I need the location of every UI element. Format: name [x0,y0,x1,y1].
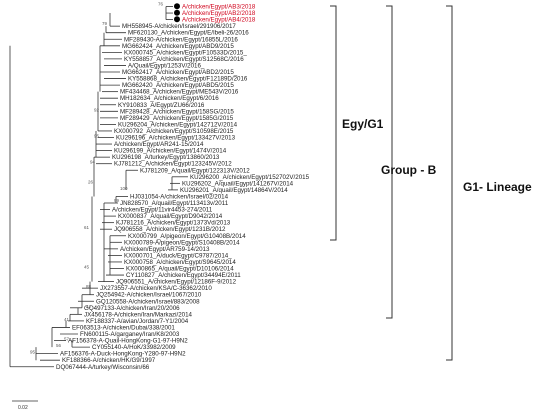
bootstrap-value: 56 [56,343,62,348]
highlight-marker [174,9,180,16]
taxon-label: KX000789-A/pigeon/Egypt/S10408B/2014 [124,239,240,246]
taxon-label: MH558945-A/chicken/Israel/291906/2017 [122,23,236,30]
taxon-label: KU296204_A/chicken/Egypt/142712V/2014 [118,121,238,128]
g1-lineage-bracket [446,5,453,361]
egy-g1-label: Egy/G1 [342,117,384,131]
taxon-label: MH182634_A/chicken/Egypt/6/2016 [120,95,219,102]
bootstrap-value: 79 [102,21,108,26]
bootstrap-value: 99 [114,198,120,203]
taxon-label: CY055140-A/HoK/33982/2009 [92,344,176,351]
bootstrap-value: 41 [64,317,70,322]
taxon-label: A/chicken/Egypt/11vir4453-274/2011 [112,207,213,214]
bootstrap-value: 76 [158,2,164,7]
taxon-label: KU296201_A/quail/Egypt/14864V/2014 [180,187,288,194]
taxon-label: KU296196_A/chicken/Egypt/133427V/2013 [116,135,236,142]
taxon-label: JN828570_A/quail/Egypt/113413v/2011 [120,200,229,207]
taxon-label: JX456178-A/chicken/Iran/Markazi/2014 [84,311,193,318]
group-b-label: Group - B [381,163,437,177]
bootstrap-value: 95 [94,134,100,139]
taxon-label: A/chicken/Egypt/AB2/2018 [182,10,256,17]
bootstrap-value: 92 [94,107,100,112]
taxon-label: KF188337-A/avian/Jordan/7-Y1/2004 [86,318,189,325]
taxon-label: EF063513-A/chicken/Dubai/338/2001 [72,324,175,331]
taxon-label: KX000865_A/quail/Egypt/D10106/2014 [126,266,234,273]
taxon-label: KX000799_A/pigeon/Egypt/G10408B/2014 [128,233,246,240]
taxon-label: KJ781212_A/chicken/Egypt/123245V/2012 [114,161,232,168]
taxon-label: KX000837_A/quail/Egypt/D9042/2014 [118,213,223,220]
taxon-label: KU296200_A/chicken/Egypt/152702V/2015 [190,174,310,181]
taxon-label: MG662424_A/chicken/Egypt/ABD9/2015 [122,43,234,50]
bootstrap-value: 26 [88,179,94,184]
taxon-label: KY910833_A/Egypt/ZU66/2016 [118,102,205,109]
taxon-label: GQ497133-A/chicken/Iran/20/2006 [84,305,180,312]
taxon-label: MG662420_A/chicken/Egypt/ABD5/2015 [122,82,234,89]
taxon-label: DQ067444-A/turkey/Wisconsin/66 [56,364,150,371]
taxon-label: KU296198_A/turkey/Egypt/13860/2013 [112,154,220,161]
taxon-label: MF289428_A/chicken/Egypt/158SG/2015 [120,108,234,115]
taxon-label: KJ781216_A/chicken/Egypt/1373Vd/2013 [116,220,231,227]
egy-g1-bracket [330,5,337,241]
taxon-label: HJ031054-A/chicken/Israel/02/2014 [130,193,229,200]
taxon-label: MF289429_A/chicken/Egypt/1585G/2015 [120,115,234,122]
taxon-label: GQ120558-A/chicken/Israel/883/2008 [96,298,200,305]
taxon-label: A/chicken/Egypt/AB4/2018 [182,17,256,24]
bootstrap-value: 45 [84,265,90,270]
bootstrap-values: 76 79 92 95 94 26 100 99 61 45 88 42 41 57 95 56 [30,2,164,355]
taxon-label: AF156378-A-Quail-HongKong-G1-97-H9N2 [68,338,188,345]
scale-bar-label: 0.02 [18,405,28,411]
taxon-label: MF289430-A/chicken/Egypt/16855L/2016 [124,36,238,43]
bootstrap-value: 57 [64,337,70,342]
taxon-label: KU296199_A/chicken/Egypt/1474V/2014 [114,148,227,155]
taxon-label: KX000792_A/chicken/Egypt/S10598E/2015 [114,128,234,135]
g1-lineage-label: G1- Lineage [463,180,532,194]
bootstrap-value: 100 [120,186,128,191]
taxon-label: MF434468_A/chicken/Egypt/ME543V/2016 [120,89,239,96]
taxon-label: KX000758_A/chicken/Egypt/S9645/2014 [124,259,236,266]
taxon-label: KJ781209_A/quail/Egypt/122313V/2012 [140,167,250,174]
taxon-label: A/Quail/Egypt/1253V/2016_ [128,62,205,69]
taxon-label: MF620130_A/chicken/Egypt/E/Ibeli-26/2016 [128,30,249,37]
taxon-label: JQ254942-A/chicken/Israel/1067/2010 [96,292,202,299]
highlight-marker [174,3,180,10]
taxon-label: JQ906558_A/chicken/Egypt/1231B/2012 [114,226,226,233]
tree-branches [9,6,188,368]
group-b-bracket [386,5,393,319]
taxon-label: KU296202_A/quail/Egypt/141267V/2014 [182,180,294,187]
taxon-label: KX000701_A/duck/Egypt/C9787/2014_ [124,252,232,259]
bootstrap-value: 88 [86,284,92,289]
taxon-label: FN600115-A/garganey/Iran/K8/2003 [80,331,180,338]
taxon-label: JQ906551_A/chicken/Egypt/12186F-9/2012 [116,279,237,286]
taxon-label: CY110827_A/chicken/Egypt/34494E/2011 [126,272,241,279]
taxon-label: A/chicken/Egypt/AB3/2018 [182,4,256,11]
bootstrap-value: 61 [84,225,90,230]
tree-tips: A/chicken/Egypt/AB3/2018A/chicken/Egypt/… [56,3,310,371]
taxon-label: AF156376-A-Duck-HongKong-Y280-97-H9N2 [60,351,186,358]
highlight-marker [174,16,180,23]
taxon-label: JX273557-A/chicken/KSA/C-36362/2010 [100,285,212,292]
taxon-label: A/chicken/Egypt/AR241-15/2014 [114,141,204,148]
taxon-label: KY558857_A/chicken/Egypt/S12568C/2016 [124,56,244,63]
bootstrap-value: 42 [86,304,92,309]
bootstrap-value: 94 [90,160,96,165]
taxon-label: A/chicken/Egypt/AR759-14/2013 [120,246,210,253]
taxon-label: MG662417_A/chicken/Egypt/ABD2/2015_ [122,69,238,76]
taxon-label: KX000745_A/chicken/Egypt/F10533D/2015_ [124,49,247,56]
bootstrap-value: 95 [30,350,36,355]
taxon-label: KY558868_A/chicken/Egypt/F12189D/2016 [128,76,248,83]
taxon-label: KF188366-A/chicken/HK/G9/1997 [62,357,156,364]
